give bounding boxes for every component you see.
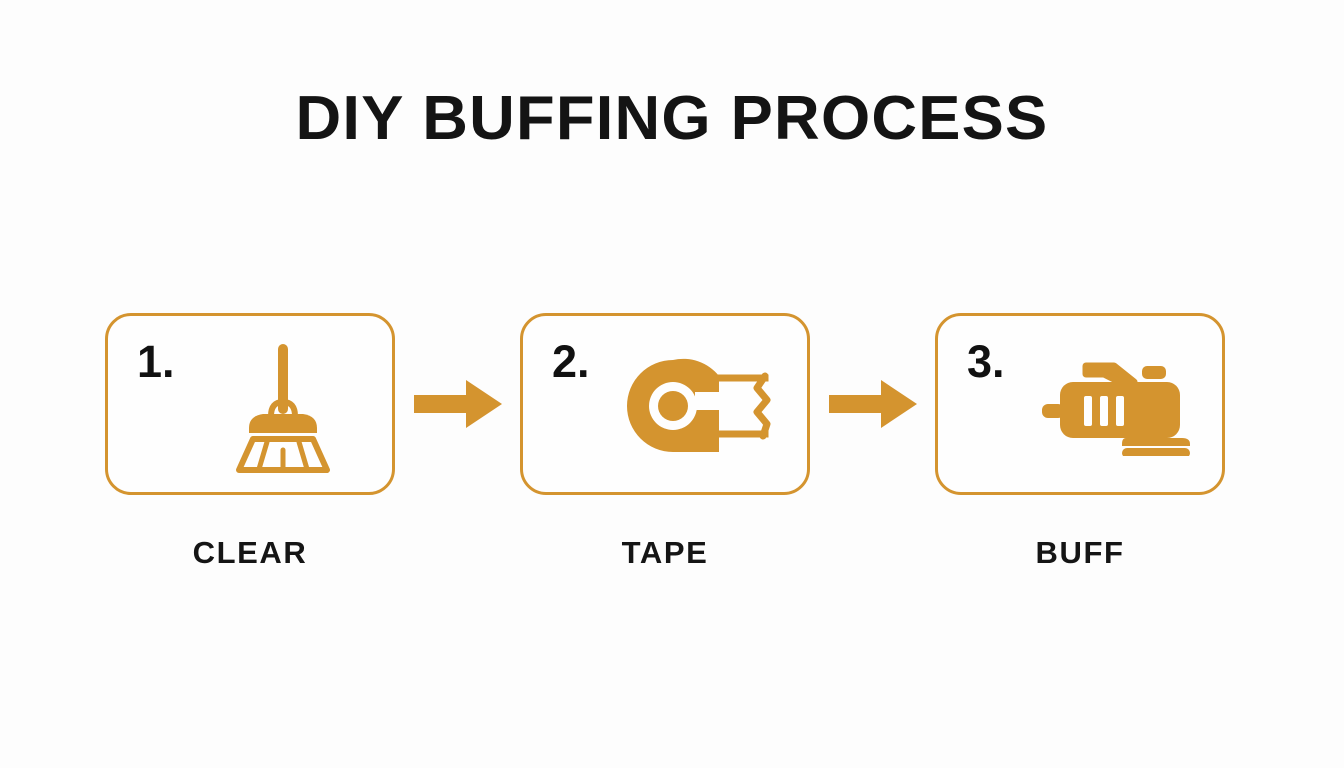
step-label-tape: TAPE <box>621 535 709 570</box>
process-step-3[interactable]: 3. <box>935 313 1225 495</box>
process-step-1[interactable]: 1. <box>105 313 395 495</box>
process-steps-row: 1. <box>105 313 1225 495</box>
step-number-3: 3. <box>967 336 1005 387</box>
arrow-right-icon-2 <box>828 380 917 428</box>
arrow-right-icon-1 <box>413 380 502 428</box>
step-label-clear: CLEAR <box>192 535 308 570</box>
process-step-2[interactable]: 2. <box>520 313 810 495</box>
step-number-1: 1. <box>137 336 175 387</box>
page-title: DIY BUFFING PROCESS <box>295 84 1049 153</box>
process-labels-row: CLEAR TAPE BUFF <box>105 528 1225 578</box>
step-number-2: 2. <box>552 336 590 387</box>
step-label-buff: BUFF <box>1035 535 1125 570</box>
